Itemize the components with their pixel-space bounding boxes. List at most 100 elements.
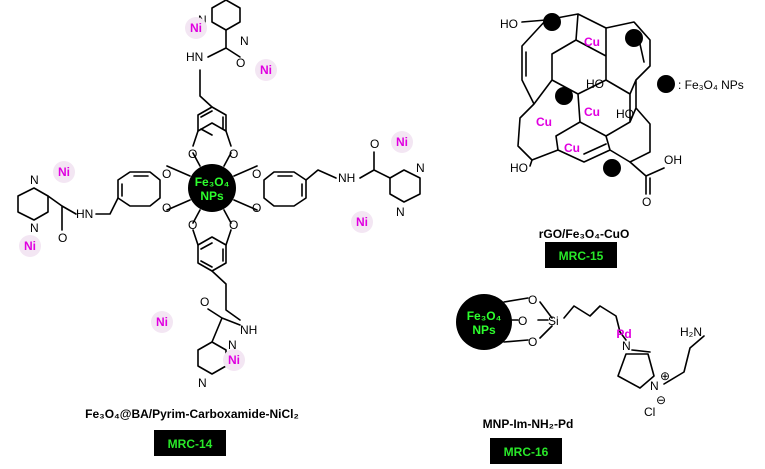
nh-bottom: NH [240, 323, 257, 337]
pyrimidine-bottom [197, 341, 227, 375]
h2n-group: H₂N [680, 325, 702, 339]
fe3o4-dot-2 [625, 29, 643, 47]
badge-mrc15 [545, 242, 617, 268]
cu-label-2: Cu [584, 105, 600, 119]
n-left-2: N [30, 221, 39, 235]
chain-top [199, 69, 213, 108]
minus-charge: ⊖ [656, 393, 666, 407]
ring-bottom [197, 236, 227, 272]
carboxyl-group [629, 161, 665, 195]
ni-label-3: Ni [391, 131, 413, 153]
n-right-2: N [396, 205, 405, 219]
pyrimidine-left [17, 187, 49, 221]
badge-text-mrc16: MRC-16 [504, 445, 549, 459]
ni-label-5: Ni [53, 161, 75, 183]
core-label-line2: NPs [200, 189, 224, 203]
badge-mrc14 [154, 430, 226, 456]
cu-label-3: Cu [536, 115, 552, 129]
amide-top [207, 29, 241, 58]
fe3o4-core-mrc14 [188, 164, 236, 212]
core16-label-line1: Fe₃O₄ [467, 309, 502, 323]
o-right-bottom: O [252, 201, 261, 215]
o-left-top: O [162, 167, 171, 181]
ni-label-8: Ni [223, 349, 245, 371]
nh-top: HN [186, 50, 203, 64]
svg-text:Ni: Ni [356, 215, 368, 229]
badge-mrc16 [490, 438, 562, 464]
o-amide-bottom: O [200, 295, 209, 309]
fe3o4-legend-dot [657, 75, 675, 93]
svg-text:Ni: Ni [228, 353, 240, 367]
ring-left [117, 171, 161, 207]
ho-sheet-middle: HO [586, 77, 604, 91]
ni-label-2: Ni [255, 59, 277, 81]
o-carboxyl: O [642, 195, 651, 209]
nh-left: HN [76, 207, 93, 221]
propyl-chain [563, 305, 627, 341]
ring-top [197, 106, 227, 136]
fe3o4-core-mrc16 [456, 294, 512, 350]
imidazoline-ring [617, 349, 655, 389]
svg-text:Ni: Ni [396, 135, 408, 149]
o-si-3: O [528, 335, 537, 349]
core16-label-line2: NPs [472, 323, 496, 337]
fe3o4-dot-3 [555, 87, 573, 105]
nh-right: NH [338, 171, 355, 185]
n-top-1: N [240, 34, 249, 48]
legend-label: : Fe₃O₄ NPs [678, 78, 744, 92]
chain-left [95, 197, 119, 215]
o-bottom-left: O [188, 218, 197, 232]
amide-right [359, 151, 391, 179]
svg-text:Ni: Ni [260, 63, 272, 77]
ni-label-4: Ni [351, 211, 373, 233]
core-bonds [166, 152, 258, 224]
svg-text:Ni: Ni [58, 165, 70, 179]
svg-text:Ni: Ni [24, 239, 36, 253]
caption-mrc14: Fe₃O₄@BA/Pyrim-Carboxamide-NiCl₂ [85, 407, 299, 421]
n-bottom-1: N [228, 338, 237, 352]
o-bottom-right: O [229, 218, 238, 232]
core-label-line1: Fe₃O₄ [195, 175, 230, 189]
n-left-1: N [30, 173, 39, 187]
o-right-top: O [252, 167, 261, 181]
fe3o4-dot-4 [603, 159, 621, 177]
svg-text:Ni: Ni [190, 21, 202, 35]
o-left-bottom: O [162, 201, 171, 215]
fe3o4-dot-1 [543, 13, 561, 31]
cu-label-4: Cu [564, 141, 580, 155]
siloxane-bonds [503, 297, 553, 343]
n-right-1: N [416, 161, 425, 175]
n-imidazoline-2: N [650, 379, 659, 393]
o-amide-right: O [370, 137, 379, 151]
structure-mrc-16: Fe₃O₄ NPs O O O Si N N ⊕ H₂N Cl ⊖ Pd MNP… [456, 293, 705, 464]
pyrimidine-top [211, 0, 241, 31]
badge-text-mrc14: MRC-14 [168, 437, 213, 451]
ring-right [263, 171, 307, 207]
chain-bottom [211, 270, 241, 321]
oh-carboxyl: OH [664, 153, 682, 167]
ho-sheet-bottom: HO [510, 161, 528, 175]
o-si-2: O [518, 314, 527, 328]
o-top-right: O [229, 147, 238, 161]
ni-label-6: Ni [19, 235, 41, 257]
o-amide-top: O [236, 56, 245, 70]
ring-top-oxygen-bonds [192, 130, 232, 147]
ring-bottom-oxygen-bonds [192, 229, 232, 246]
structure-mrc-15: HO HO HO HO OH O Cu Cu Cu Cu : Fe₃O₄ NPs… [500, 13, 744, 268]
structure-mrc-14: Fe₃O₄ NPs O O HN O N N O O NH O N N O O … [17, 0, 425, 456]
n-bottom-2: N [198, 376, 207, 390]
ho-sheet-right: HO [616, 107, 634, 121]
aminoethyl-chain [663, 335, 705, 385]
ho-sheet-top: HO [500, 17, 518, 31]
cu-label-1: Cu [584, 35, 600, 49]
badge-text-mrc15: MRC-15 [559, 249, 604, 263]
caption-mrc15: rGO/Fe₃O₄-CuO [539, 227, 630, 241]
ho-bond-top [521, 19, 547, 23]
n-imidazoline-1: N [622, 339, 631, 353]
o-si-1: O [528, 293, 537, 307]
pd-label: Pd [616, 327, 631, 341]
pyrimidine-right [389, 169, 421, 203]
amide-bottom [207, 308, 241, 343]
